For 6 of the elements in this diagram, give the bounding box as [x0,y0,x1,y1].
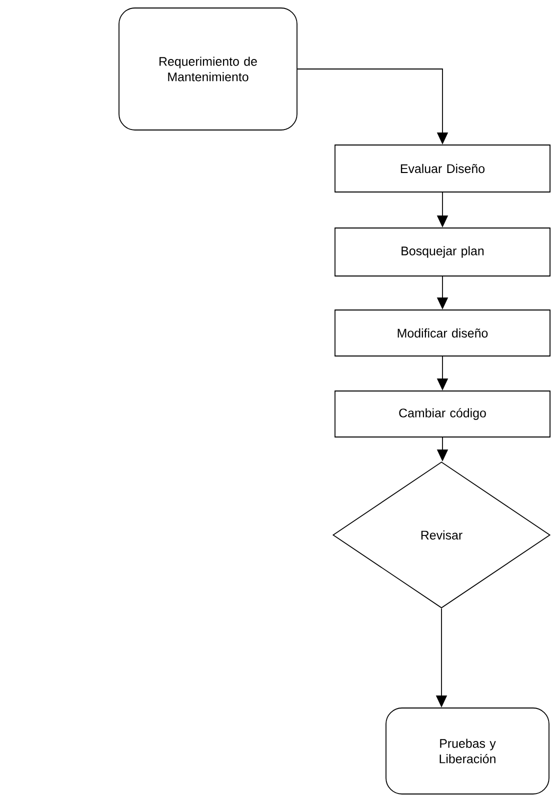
process-box: Evaluar Diseño [334,144,550,192]
process-box: Modificar diseño [334,310,550,356]
process-box: Bosquejar plan [334,228,550,276]
start-box: Requerimiento de Mantenimiento [118,8,298,130]
end-box: Pruebas y Liberación [386,708,550,794]
process-box: Cambiar código [334,390,550,438]
